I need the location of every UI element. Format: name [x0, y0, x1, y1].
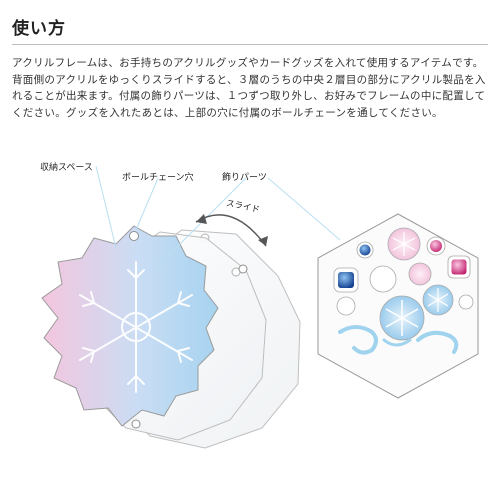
snowflake-motif-icon: [79, 261, 193, 393]
pink-snowflake-icon: [392, 232, 416, 256]
ribbon-part-left-icon: [338, 325, 378, 355]
ball-chain-hole-label: ボールチェーン穴: [122, 173, 194, 183]
decoration-parts-sheet: [317, 213, 479, 399]
white-ring-part-icon: [458, 294, 474, 310]
white-circle-part-icon: [336, 296, 356, 316]
large-pink-gem-icon: [451, 259, 467, 275]
ribbon-part-middle-icon: [382, 338, 412, 347]
small-blue-gem-icon: [359, 244, 371, 256]
slide-arrow-head-right-icon: [258, 236, 268, 246]
large-blue-gem-icon: [338, 272, 354, 288]
small-pink-flower-part-icon: [408, 262, 432, 286]
bottom-hole-icon: [131, 419, 141, 429]
ball-chain-hole-icon: [129, 231, 139, 241]
front-acrylic-plate: [41, 225, 248, 429]
white-flower-part-icon: [369, 265, 397, 293]
section-title: 使い方: [12, 19, 66, 39]
title-divider: [12, 44, 488, 45]
small-pink-gem-icon: [430, 240, 442, 252]
leader-lines: [95, 165, 341, 267]
ribbon-part-right-icon: [416, 330, 459, 354]
storage-space-leader: [95, 165, 117, 249]
slide-arrow-head-left-icon: [196, 214, 207, 224]
section-description: アクリルフレームは、お手持ちのアクリルグッズやカードグッズを入れて使用するアイテ…: [12, 57, 486, 119]
storage-space-label: 収納スペース: [40, 163, 93, 173]
decoration-parts-leader-2: [267, 177, 341, 241]
side-hole-icon: [238, 264, 248, 274]
decoration-parts-label: 飾りパーツ: [222, 173, 267, 183]
ball-chain-hole-leader: [135, 177, 159, 231]
